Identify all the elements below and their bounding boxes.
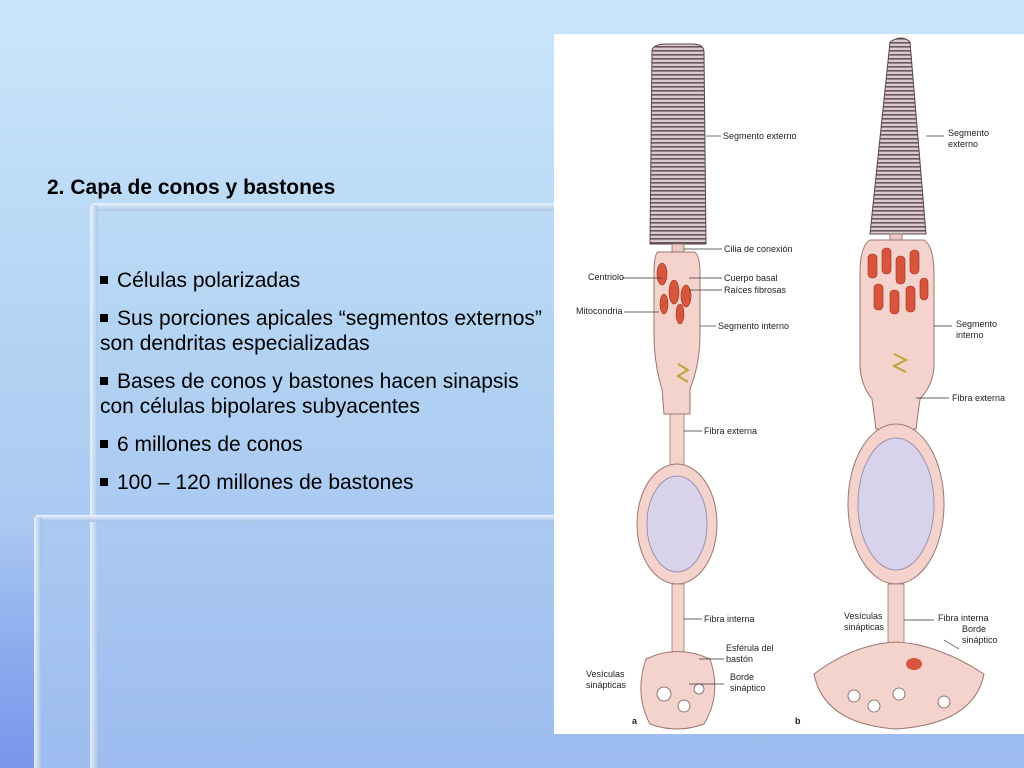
bullet-item: Bases de conos y bastones hacen sinapsis… (100, 370, 519, 418)
label-borde: Borde (730, 672, 754, 682)
decorative-bar-top (92, 203, 562, 211)
label-borde-b: Borde (962, 624, 986, 634)
label-fibra-externa: Fibra externa (704, 426, 757, 436)
decorative-shade (0, 520, 36, 768)
label-segmento-interno-b-2: interno (956, 330, 984, 340)
label-segmento-externo-b-2: externo (948, 139, 978, 149)
bullet-square-icon (100, 478, 108, 486)
label-centriolo: Centriolo (588, 272, 624, 282)
bullet-list: Células polarizadas Sus porciones apical… (100, 268, 550, 508)
label-fibra-interna: Fibra interna (704, 614, 755, 624)
label-segmento-interno-b: Segmento (956, 319, 997, 329)
label-cuerpo-basal: Cuerpo basal (724, 273, 778, 283)
label-vesiculas-b: Vesículas (844, 611, 883, 621)
photoreceptor-diagram: Segmento externo Cilia de conexión Centr… (554, 34, 1024, 734)
label-vesiculas-2: sinápticas (586, 680, 627, 690)
label-cilia-conexion: Cilia de conexión (724, 244, 793, 254)
label-segmento-externo-b: Segmento (948, 128, 989, 138)
label-segmento-externo: Segmento externo (723, 131, 797, 141)
bullet-square-icon (100, 276, 108, 284)
bullet-item: Células polarizadas (100, 268, 550, 293)
decorative-bar-lower-left (34, 517, 42, 768)
label-fibra-externa-b: Fibra externa (952, 393, 1005, 403)
label-mitocondria: Mitocondria (576, 306, 623, 316)
rod-cell (636, 43, 718, 730)
cone-cell (813, 37, 985, 730)
decorative-bar-left (90, 205, 98, 768)
decorative-bar-bottom (36, 515, 556, 522)
bullet-square-icon (100, 440, 108, 448)
label-esferula: Esférula del (726, 643, 774, 653)
panel-label-b: b (795, 716, 801, 726)
label-fibra-interna-b: Fibra interna (938, 613, 989, 623)
bullet-square-icon (100, 314, 108, 322)
bullet-item: 6 millones de conos (100, 432, 550, 457)
label-vesiculas: Vesículas (586, 669, 625, 679)
label-vesiculas-b-2: sinápticas (844, 622, 885, 632)
slide-title: 2. Capa de conos y bastones (47, 176, 336, 199)
bullet-item: Sus porciones apicales “segmentos extern… (100, 307, 542, 355)
label-esferula-2: bastón (726, 654, 753, 664)
label-raices-fibrosas: Raíces fibrosas (724, 285, 787, 295)
label-borde-2: sináptico (730, 683, 766, 693)
bullet-item: 100 – 120 millones de bastones (100, 470, 550, 495)
panel-label-a: a (632, 716, 638, 726)
label-borde-b-2: sináptico (962, 635, 998, 645)
label-segmento-interno: Segmento interno (718, 321, 789, 331)
leader-lines (622, 135, 960, 685)
bullet-square-icon (100, 377, 108, 385)
